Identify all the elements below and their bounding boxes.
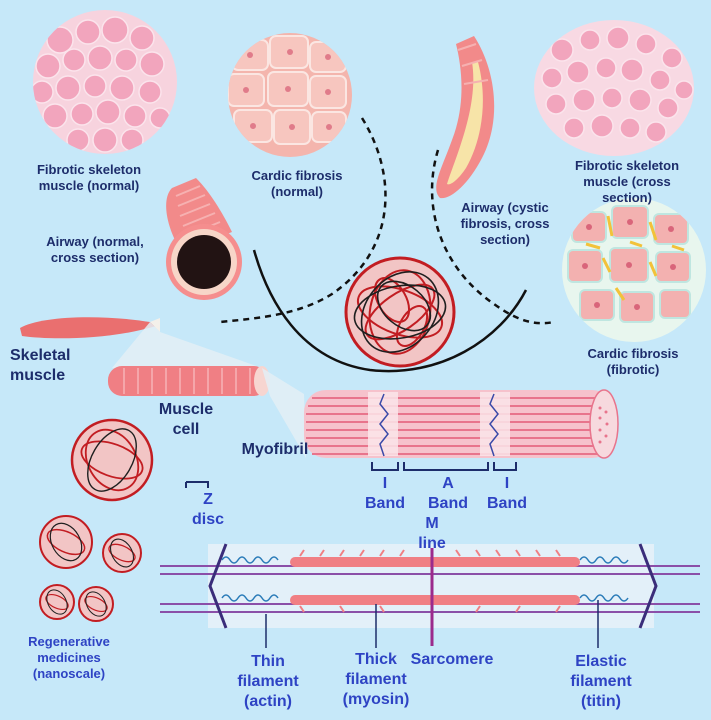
airway-normal-image	[166, 178, 242, 300]
label-myofibril: Myofibril	[230, 440, 320, 460]
skeletal-muscle-image	[20, 317, 160, 338]
cardic-fibrosis-normal-image	[228, 33, 352, 157]
central-fiber-ball	[346, 256, 455, 367]
label-fibrotic-skeleton-cross: Fibrotic skeleton muscle (cross section)	[552, 158, 702, 206]
label-cardic-fibrosis-fibrotic: Cardic fibrosis (fibrotic)	[568, 346, 698, 378]
fibrotic-skeleton-muscle-normal-image	[31, 10, 177, 154]
myofibril-image	[304, 390, 618, 458]
label-skeletal-muscle: Skeletal muscle	[10, 346, 100, 386]
label-thin-filament: Thin filament (actin)	[226, 652, 310, 712]
label-sarcomere: Sarcomere	[400, 650, 504, 670]
airway-cystic-fibrosis-image	[436, 36, 494, 198]
label-muscle-cell: Muscle cell	[146, 400, 226, 440]
label-fibrotic-skeleton-normal: Fibrotic skeleton muscle (normal)	[14, 162, 164, 194]
label-a-band: A Band	[420, 474, 476, 514]
label-i-band-left: I Band	[360, 474, 410, 514]
label-airway-cystic: Airway (cystic fibrosis, cross section)	[440, 200, 570, 248]
label-m-line: M line	[410, 514, 454, 554]
sarcomere-detail	[160, 544, 700, 646]
label-regenerative-medicines: Regenerative medicines (nanoscale)	[14, 634, 124, 682]
label-cardic-fibrosis-normal: Cardic fibrosis (normal)	[232, 168, 362, 200]
nanoscale-fiber-balls	[40, 420, 152, 621]
label-i-band-right: I Band	[482, 474, 532, 514]
cardic-fibrosis-fibrotic-image	[562, 198, 706, 342]
label-elastic-filament: Elastic filament (titin)	[554, 652, 648, 712]
label-z-disc: Z disc	[186, 490, 230, 530]
fibrotic-skeleton-muscle-cross-image	[534, 20, 694, 156]
label-airway-normal: Airway (normal, cross section)	[30, 234, 160, 266]
muscle-cell-image	[108, 366, 270, 396]
